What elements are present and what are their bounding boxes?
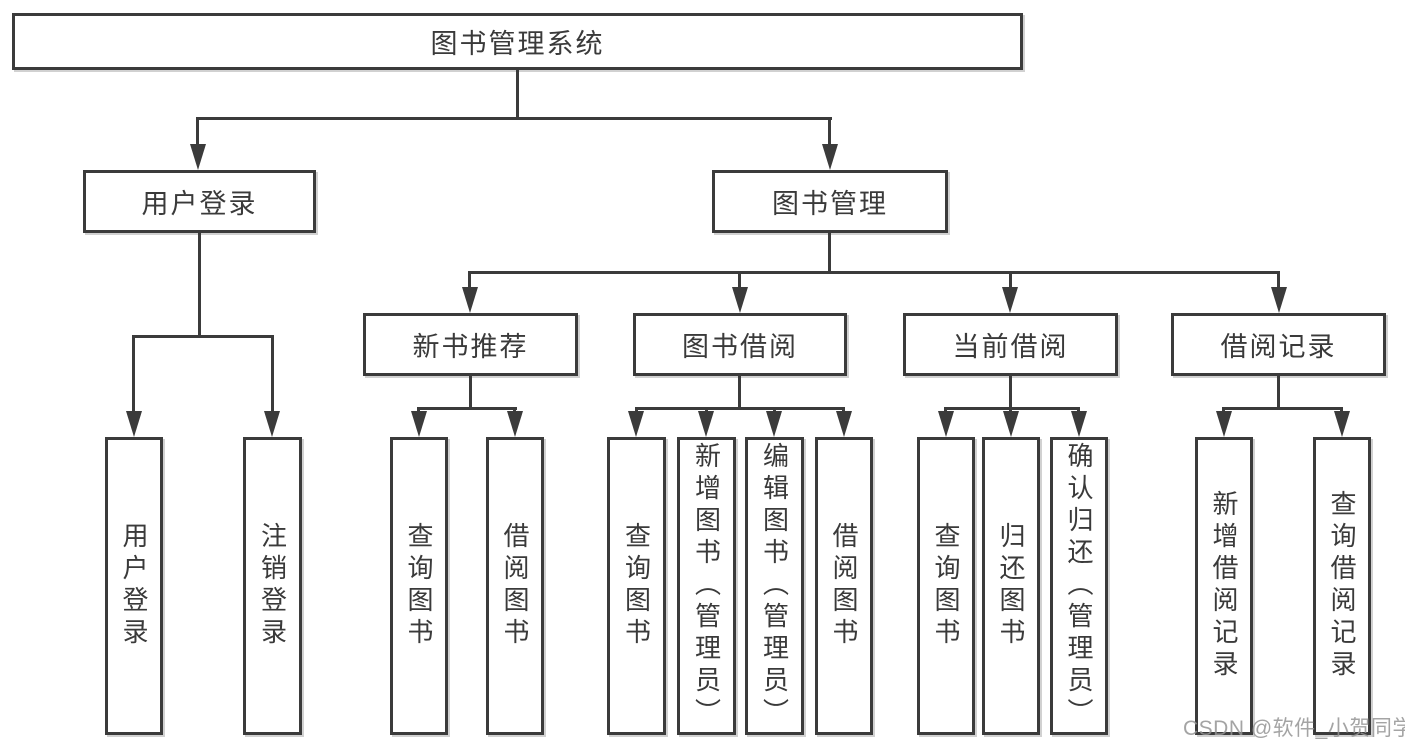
connector-stem — [1340, 407, 1343, 413]
connector-stem — [196, 117, 199, 144]
connector-rail — [132, 335, 274, 338]
node-leaf-query-books-1: 查询图书 — [390, 437, 448, 735]
node-user-login: 用户登录 — [83, 170, 316, 233]
node-leaf-user-login: 用户登录 — [105, 437, 163, 735]
node-leaf-borrow-books-1: 借阅图书 — [486, 437, 544, 735]
arrow-down-icon — [462, 287, 478, 313]
connector-stem — [271, 335, 274, 411]
node-leaf-query-borrow-record: 查询借阅记录 — [1313, 437, 1371, 735]
arrow-down-icon — [1271, 287, 1287, 313]
node-current-borrowing: 当前借阅 — [903, 313, 1118, 376]
connector-rail — [635, 407, 845, 410]
arrow-down-icon — [732, 287, 748, 313]
connector-stem — [468, 271, 471, 287]
connector-stem — [1222, 407, 1225, 413]
node-leaf-confirm-return-admin: 确认归还（管理员） — [1050, 437, 1108, 735]
connector-root-rail — [196, 117, 832, 120]
arrow-down-icon — [698, 411, 714, 437]
node-library-management-system: 图书管理系统 — [12, 13, 1023, 70]
connector-stem — [1277, 376, 1280, 407]
connector-stem — [773, 407, 776, 413]
arrow-down-icon — [766, 411, 782, 437]
connector-stem — [469, 376, 472, 407]
arrow-down-icon — [126, 411, 142, 437]
connector-stem — [1009, 376, 1012, 407]
connector-stem — [635, 407, 638, 413]
node-leaf-add-borrow-record: 新增借阅记录 — [1195, 437, 1253, 735]
arrow-down-icon — [836, 411, 852, 437]
connector-stem — [944, 407, 947, 413]
connector-rail — [417, 407, 517, 410]
connector-rail — [468, 271, 1280, 274]
connector-stem — [1277, 271, 1280, 287]
connector-rail — [1222, 407, 1343, 410]
node-leaf-logout: 注销登录 — [243, 437, 302, 735]
connector-stem — [513, 407, 516, 413]
arrow-down-icon — [1216, 411, 1232, 437]
node-leaf-add-books-admin: 新增图书（管理员） — [677, 437, 736, 735]
connector-stem — [1077, 407, 1080, 413]
connector-stem — [705, 407, 708, 413]
arrow-down-icon — [1334, 411, 1350, 437]
arrow-down-icon — [411, 411, 427, 437]
csdn-watermark: CSDN @软件_小贺同学 — [1183, 717, 1405, 740]
connector-stem — [1009, 407, 1012, 413]
connector-stem — [828, 233, 831, 274]
connector-stem — [842, 407, 845, 413]
arrow-down-icon — [507, 411, 523, 437]
connector-stem — [828, 117, 831, 144]
arrow-down-icon — [1071, 411, 1087, 437]
node-leaf-edit-books-admin: 编辑图书（管理员） — [745, 437, 804, 735]
arrow-down-icon — [628, 411, 644, 437]
node-borrowing-records: 借阅记录 — [1171, 313, 1386, 376]
node-leaf-borrow-books-2: 借阅图书 — [815, 437, 873, 735]
connector-root-stem — [516, 70, 519, 120]
arrow-down-icon — [264, 411, 280, 437]
node-leaf-query-books-3: 查询图书 — [917, 437, 975, 735]
connector-stem — [738, 271, 741, 287]
connector-stem — [132, 335, 135, 411]
arrow-down-icon — [190, 144, 206, 170]
connector-rail — [944, 407, 1080, 410]
arrow-down-icon — [822, 144, 838, 170]
node-leaf-query-books-2: 查询图书 — [607, 437, 666, 735]
node-book-borrowing: 图书借阅 — [633, 313, 847, 376]
node-new-book-recommend: 新书推荐 — [363, 313, 578, 376]
connector-stem — [738, 376, 741, 407]
connector-stem — [198, 233, 201, 338]
connector-stem — [1009, 271, 1012, 287]
node-book-management: 图书管理 — [712, 170, 948, 233]
node-leaf-return-books: 归还图书 — [982, 437, 1040, 735]
arrow-down-icon — [1002, 287, 1018, 313]
arrow-down-icon — [938, 411, 954, 437]
arrow-down-icon — [1003, 411, 1019, 437]
connector-stem — [417, 407, 420, 413]
